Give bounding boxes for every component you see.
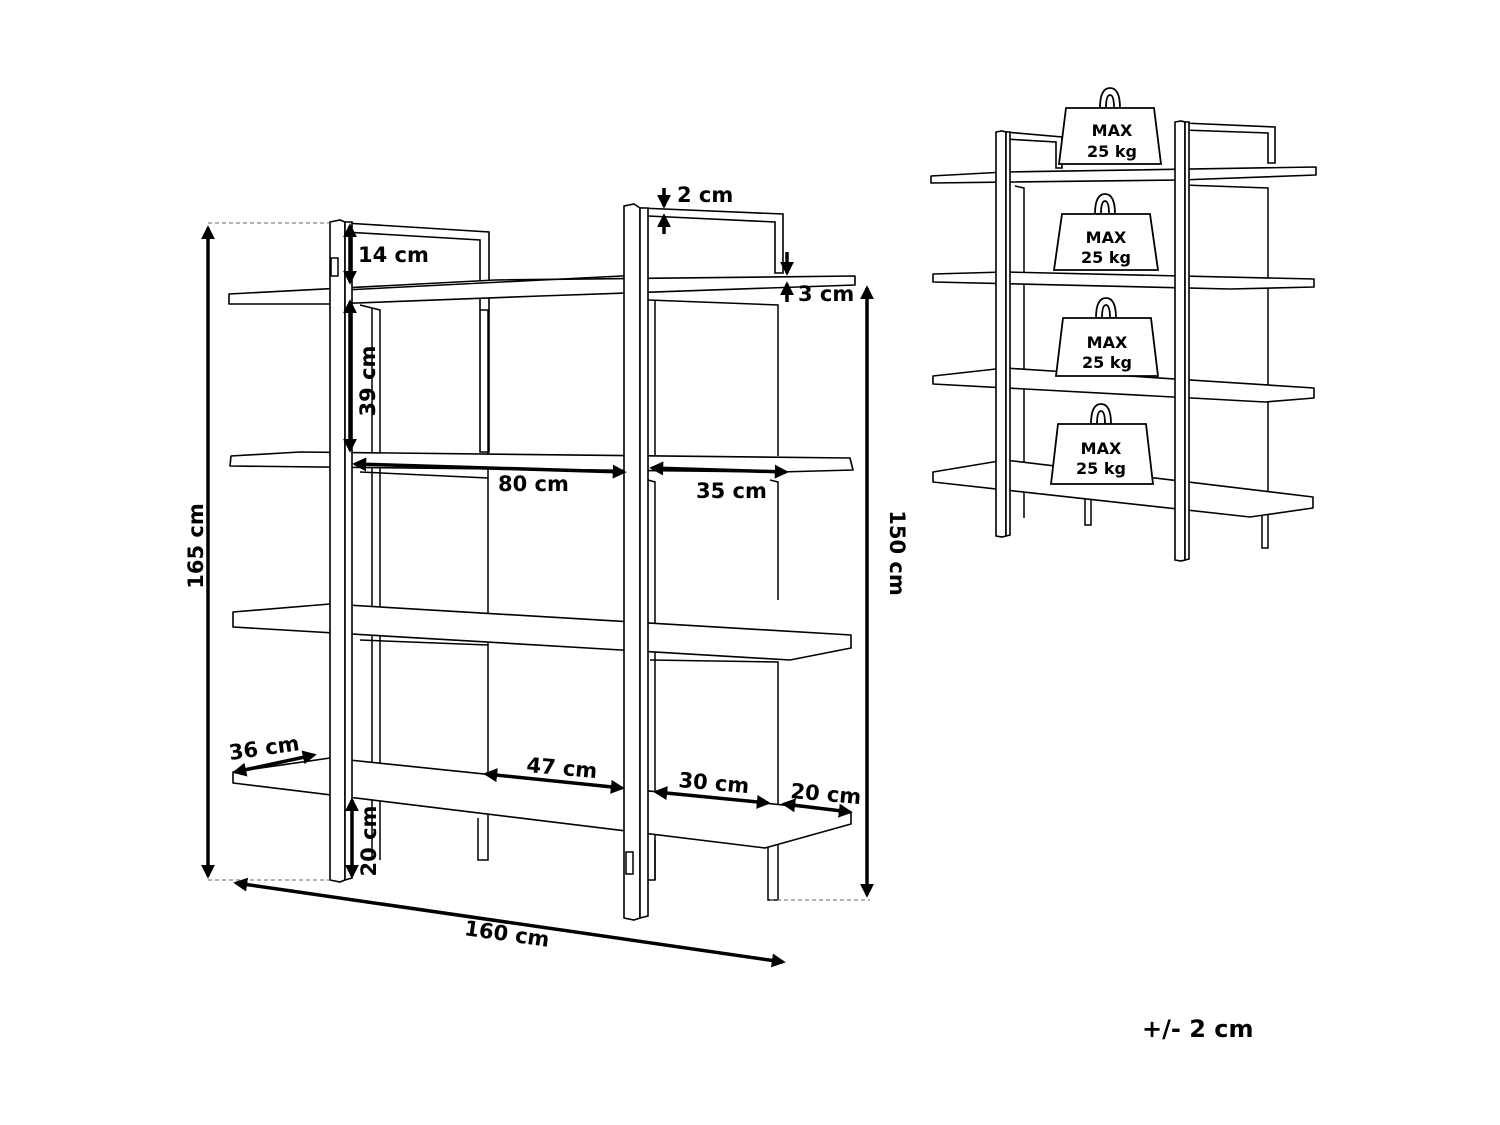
label-14: 14 cm [358, 243, 429, 267]
weight-3-load: 25 kg [1082, 353, 1132, 372]
label-20-floor: 20 cm [357, 806, 381, 877]
label-35: 35 cm [696, 479, 767, 503]
weight-4-max: MAX [1081, 439, 1122, 458]
mini-post-left [995, 130, 1007, 538]
post-right [623, 203, 649, 921]
label-150: 150 cm [885, 510, 909, 595]
mini-post-right [1174, 120, 1186, 562]
arrow-47 [483, 768, 625, 794]
label-2: 2 cm [677, 183, 733, 207]
mini-shelf-2 [932, 271, 1315, 290]
label-80: 80 cm [498, 472, 569, 496]
arrow-35 [649, 461, 789, 479]
label-165: 165 cm [184, 503, 208, 588]
shelf-top [228, 274, 856, 305]
weight-4-load: 25 kg [1076, 459, 1126, 478]
weight-1-load: 25 kg [1087, 142, 1137, 161]
weight-bag-2: MAX 25 kg [1052, 193, 1160, 271]
weight-2-max: MAX [1086, 228, 1127, 247]
arrow-160 [233, 877, 786, 968]
mini-shelf-1 [930, 166, 1317, 184]
weight-1-max: MAX [1092, 121, 1133, 140]
arrow-20-depth [781, 798, 853, 818]
arrow-36 [232, 750, 317, 777]
weight-2-load: 25 kg [1081, 248, 1131, 267]
label-160: 160 cm [463, 916, 551, 952]
arrow-30 [653, 786, 771, 809]
load-capacity-drawing: MAX 25 kg MAX 25 kg MAX 25 kg MAX 25 kg [930, 87, 1317, 562]
weight-bag-1: MAX 25 kg [1057, 87, 1163, 165]
dimension-arrows [201, 188, 874, 968]
label-3: 3 cm [798, 282, 854, 306]
tolerance-note: +/- 2 cm [1142, 1015, 1253, 1043]
arrow-80 [352, 457, 627, 479]
shelf-third [232, 603, 852, 661]
weight-bag-4: MAX 25 kg [1049, 403, 1155, 485]
weight-3-max: MAX [1087, 333, 1128, 352]
main-shelf-drawing: 165 cm 150 cm 160 cm 14 cm 2 cm 3 cm 39 … [184, 183, 909, 968]
label-39: 39 cm [356, 346, 380, 417]
weight-bag-3: MAX 25 kg [1054, 297, 1160, 377]
